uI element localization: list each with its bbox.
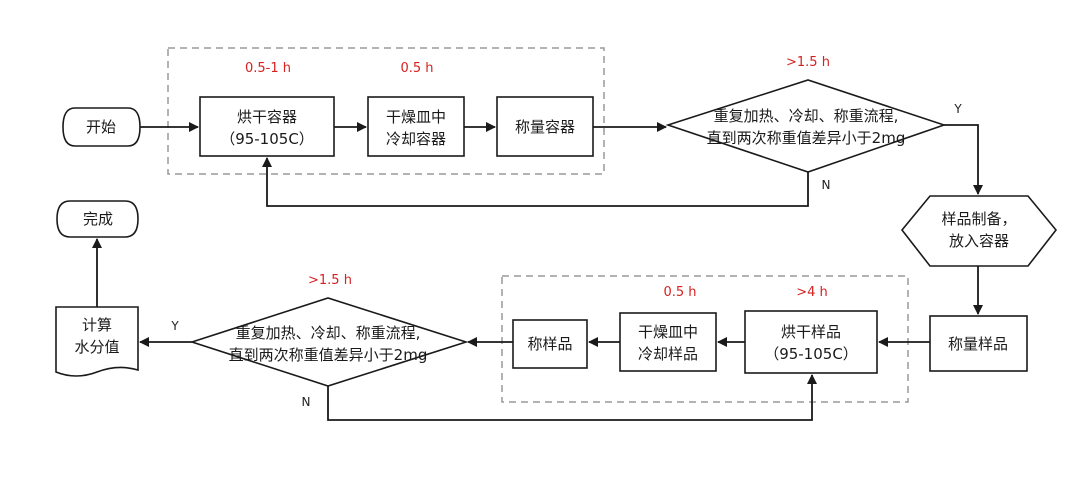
repeat-bottom-label-2: 直到两次称重值差异小于2mg — [229, 346, 428, 364]
weigh-sample-node — [929, 315, 1028, 372]
sample-prep-label-1: 样品制备， — [941, 210, 1016, 228]
dry-sample-label-1: 烘干样品 — [781, 323, 841, 341]
start-label: 开始 — [86, 118, 116, 136]
start-node — [62, 107, 141, 147]
weigh-container-node — [496, 96, 594, 157]
arrow-yes-to-prep — [944, 124, 983, 195]
arrow-no-loop-bottom — [327, 374, 817, 421]
bottom-yes-label: Y — [170, 319, 179, 333]
dry-sample-label-2: （95-105C） — [764, 345, 858, 363]
calc-label-2: 水分值 — [74, 338, 119, 356]
weigh-container-label: 称量容器 — [515, 118, 575, 136]
time-repeat-top: >1.5 h — [786, 55, 830, 70]
repeat-top-label-2: 直到两次称重值差异小于2mg — [707, 129, 906, 147]
repeat-top-decision — [665, 79, 947, 173]
time-repeat-bottom: >1.5 h — [308, 273, 352, 288]
dry-container-label-1: 烘干容器 — [237, 108, 297, 126]
repeat-top-label-1: 重复加热、冷却、称重流程, — [714, 107, 899, 125]
weigh-sample-label: 称量样品 — [948, 335, 1008, 353]
done-node — [56, 200, 139, 238]
time-cool-sample: 0.5 h — [663, 285, 696, 300]
sample-prep-node — [900, 195, 1058, 267]
time-dry-sample: >4 h — [796, 285, 828, 300]
repeat-bottom-decision — [189, 297, 469, 387]
cool-sample-label-1: 干燥皿中 — [638, 323, 698, 341]
time-cool-container: 0.5 h — [400, 61, 433, 76]
time-dry-container: 0.5-1 h — [245, 61, 291, 76]
done-label: 完成 — [83, 210, 113, 228]
arrow-no-loop-top — [262, 157, 809, 207]
weigh-sample2-label: 称样品 — [527, 335, 572, 353]
bottom-no-label: N — [302, 395, 311, 409]
dry-container-label-2: （95-105C） — [220, 130, 314, 148]
calc-label-1: 计算 — [82, 316, 112, 334]
sample-prep-label-2: 放入容器 — [949, 232, 1009, 250]
cool-sample-label-2: 冷却样品 — [638, 345, 698, 363]
cool-container-label-2: 冷却容器 — [386, 130, 446, 148]
weigh-sample2-node — [512, 319, 588, 369]
sample-dry-group — [501, 275, 909, 403]
cool-sample-node — [619, 312, 717, 372]
dry-container-node — [199, 96, 335, 157]
cool-container-label-1: 干燥皿中 — [386, 108, 446, 126]
cool-container-node — [367, 96, 465, 157]
repeat-bottom-label-1: 重复加热、冷却、称重流程, — [236, 324, 421, 342]
calc-node — [55, 306, 139, 377]
dry-sample-node — [744, 310, 878, 374]
top-no-label: N — [822, 178, 831, 192]
top-yes-label: Y — [953, 102, 962, 116]
container-prep-group — [167, 47, 605, 175]
